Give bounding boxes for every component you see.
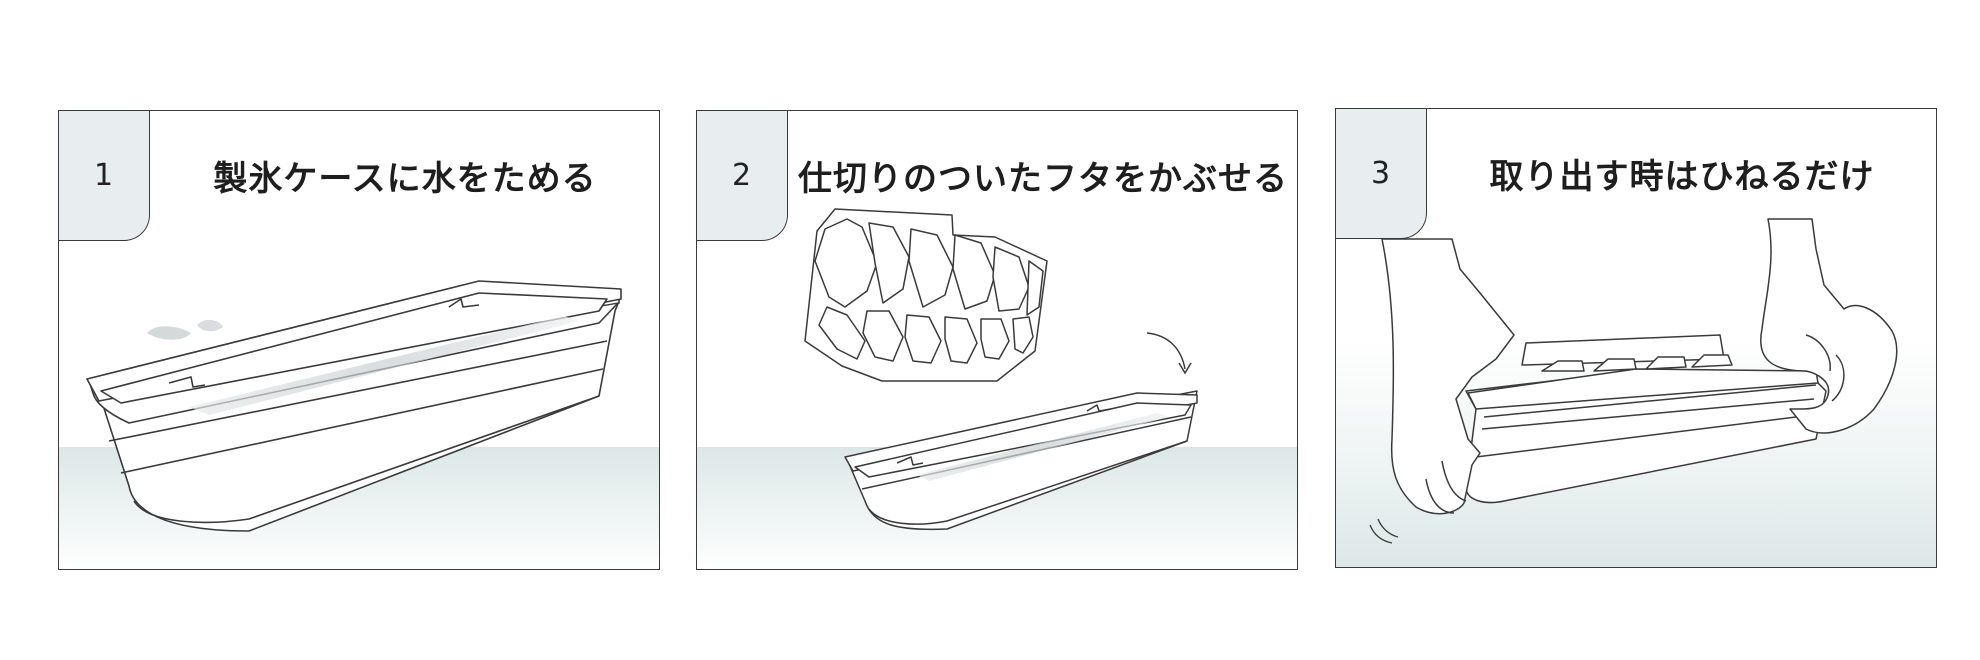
arrow-head <box>1178 362 1192 375</box>
step-panel-3: 3 取り出す時はひねるだけ <box>1335 108 1937 568</box>
step-number-3: 3 <box>1336 109 1427 239</box>
step-number-1: 1 <box>59 111 150 241</box>
water-surface <box>189 316 579 415</box>
step-title-2: 仕切りのついたフタをかぶせる <box>798 159 1288 199</box>
ice-case-illustration <box>59 280 659 569</box>
curved-arrow-icon <box>1146 332 1186 370</box>
step-panel-2: 2 仕切りのついたフタをかぶせる <box>696 110 1298 570</box>
hands-twisting-illustration <box>1336 218 1936 567</box>
step-panel-1: 1 製氷ケースに水をためる <box>58 110 660 570</box>
water-splash <box>147 319 223 340</box>
step-number-2: 2 <box>697 111 788 241</box>
divider-lid <box>804 208 1048 382</box>
step-title-3: 取り出す時はひねるだけ <box>1489 157 1875 197</box>
step-title-1: 製氷ケースに水をためる <box>213 159 597 199</box>
left-hand <box>1381 238 1515 515</box>
ice-case <box>86 280 622 532</box>
water-surface <box>917 413 1169 481</box>
right-hand <box>1760 218 1898 434</box>
divider-lid-illustration <box>697 208 1297 569</box>
motion-lines-icon <box>1369 518 1399 544</box>
ice-case <box>1465 334 1827 504</box>
